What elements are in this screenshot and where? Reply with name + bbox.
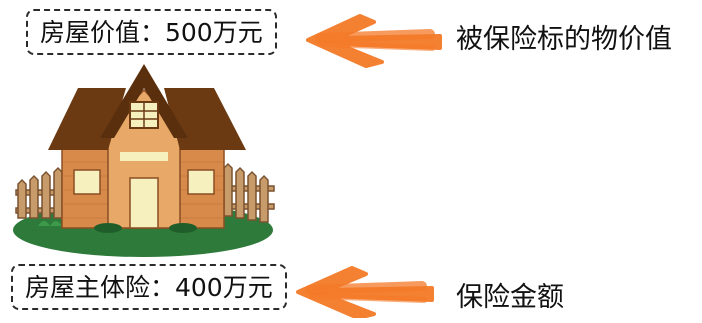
house-illustration [13,64,275,257]
fence-left [15,166,73,219]
arrow-top-icon [306,14,442,68]
subject-matter-annotation: 被保险标的物价值 [456,24,672,55]
insured-amount-annotation: 保险金额 [456,282,564,313]
door [129,177,159,229]
main-insurance-label: 房屋主体险：400万元 [11,264,287,310]
window-left [73,169,101,195]
house-value-text: 房屋价值：500万元 [40,18,263,47]
main-insurance-text: 房屋主体险：400万元 [25,273,273,302]
arrow-bottom-icon [296,266,434,318]
window-right [187,169,215,195]
fence-right [219,162,275,223]
house-value-label: 房屋价值：500万元 [26,9,277,55]
roof-gable [100,64,188,138]
